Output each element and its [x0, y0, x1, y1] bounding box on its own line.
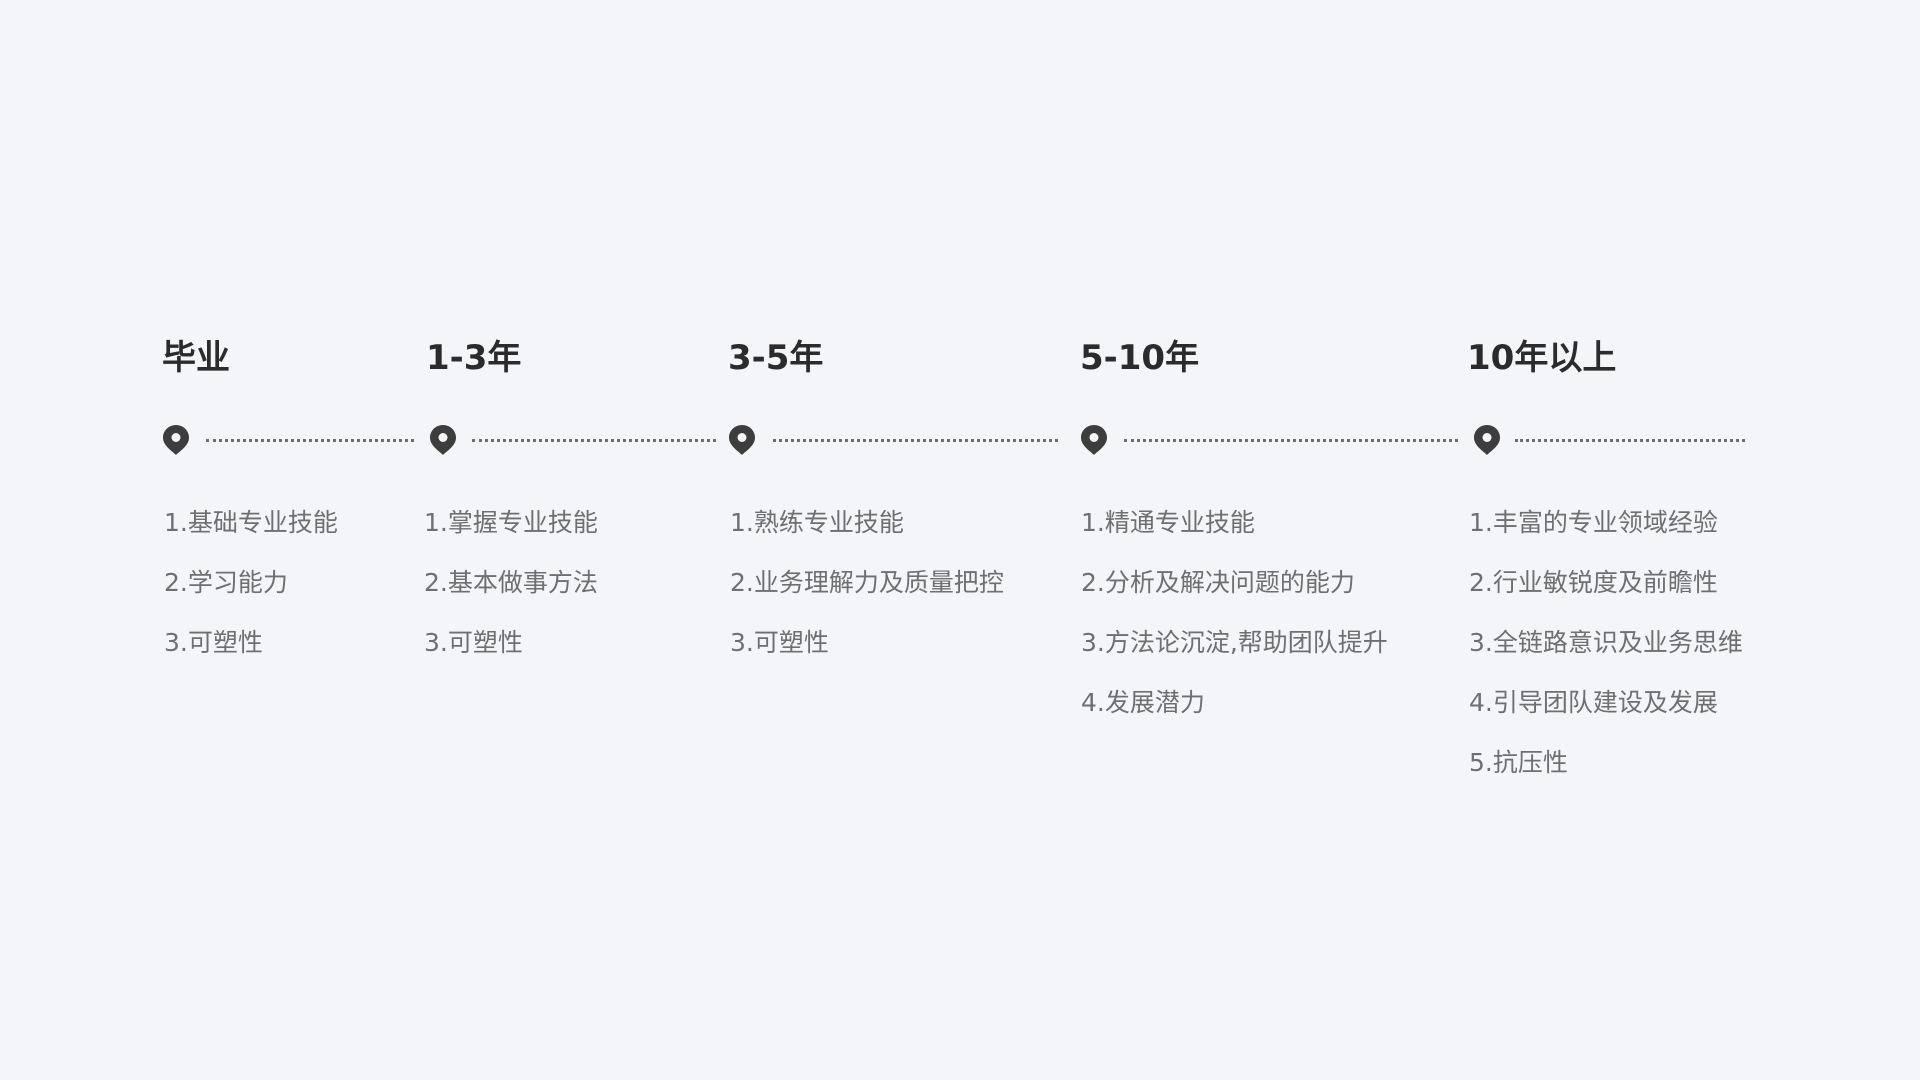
skill-item: 4.发展潜力 [1081, 688, 1205, 717]
skill-item: 2.基本做事方法 [424, 568, 598, 597]
stage-skill-list: 1.掌握专业技能 2.基本做事方法 3.可塑性 [424, 503, 598, 683]
skill-item: 1.熟练专业技能 [730, 508, 904, 537]
stage-title: 10年以上 [1467, 338, 1617, 378]
map-pin-icon [1081, 425, 1107, 455]
skill-item: 2.分析及解决问题的能力 [1081, 568, 1355, 597]
skill-item: 4.引导团队建设及发展 [1469, 688, 1718, 717]
map-pin-icon [163, 425, 189, 455]
timeline-dotted-line [1515, 439, 1745, 442]
skill-item: 3.可塑性 [730, 628, 829, 657]
skill-item: 5.抗压性 [1469, 748, 1568, 777]
skill-item: 3.方法论沉淀,帮助团队提升 [1081, 628, 1388, 657]
skill-item: 1.基础专业技能 [164, 508, 338, 537]
stage-skill-list: 1.熟练专业技能 2.业务理解力及质量把控 3.可塑性 [730, 503, 1004, 683]
skill-item: 3.可塑性 [424, 628, 523, 657]
stage-title: 1-3年 [426, 338, 522, 378]
skill-item: 1.掌握专业技能 [424, 508, 598, 537]
skill-item: 2.行业敏锐度及前瞻性 [1469, 568, 1718, 597]
timeline-dotted-line [472, 439, 716, 442]
timeline-dotted-line [206, 439, 414, 442]
skill-item: 2.业务理解力及质量把控 [730, 568, 1004, 597]
skill-item: 3.全链路意识及业务思维 [1469, 628, 1743, 657]
skill-item: 3.可塑性 [164, 628, 263, 657]
skill-item: 1.精通专业技能 [1081, 508, 1255, 537]
stage-title: 5-10年 [1080, 338, 1200, 378]
stage-title: 3-5年 [728, 338, 824, 378]
stage-skill-list: 1.基础专业技能 2.学习能力 3.可塑性 [164, 503, 338, 683]
stage-skill-list: 1.丰富的专业领域经验 2.行业敏锐度及前瞻性 3.全链路意识及业务思维 4.引… [1469, 503, 1743, 803]
timeline-dotted-line [773, 439, 1058, 442]
stage-skill-list: 1.精通专业技能 2.分析及解决问题的能力 3.方法论沉淀,帮助团队提升 4.发… [1081, 503, 1388, 743]
timeline-dotted-line [1124, 439, 1458, 442]
map-pin-icon [1474, 425, 1500, 455]
map-pin-icon [430, 425, 456, 455]
stage-title: 毕业 [162, 338, 230, 378]
skill-item: 2.学习能力 [164, 568, 288, 597]
skill-item: 1.丰富的专业领域经验 [1469, 508, 1718, 537]
map-pin-icon [729, 425, 755, 455]
